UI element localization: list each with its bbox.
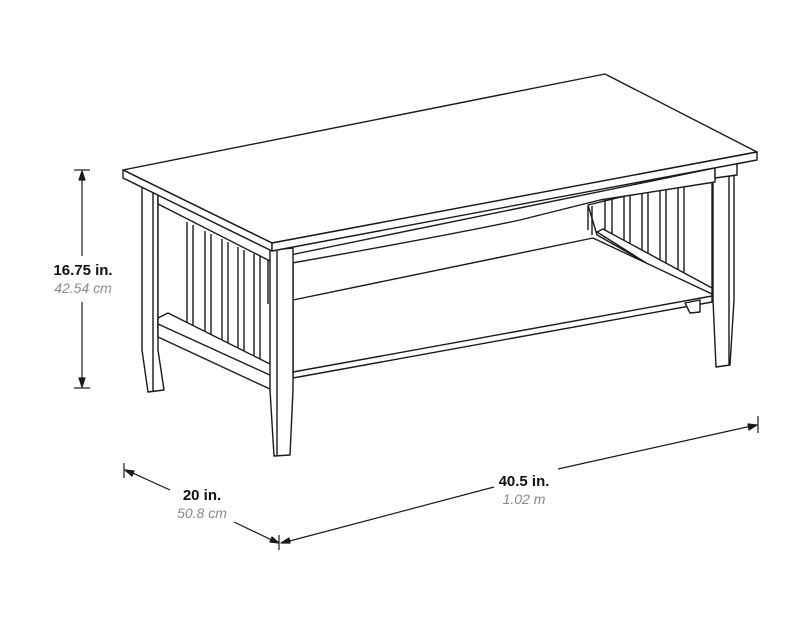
- back-right-leg: [712, 161, 735, 368]
- width-metric: 1.02 m: [502, 491, 546, 507]
- height-dimension-line: [74, 169, 90, 389]
- depth-imperial: 20 in.: [182, 487, 222, 504]
- depth-label: 20 in. 50.8 cm: [160, 488, 244, 520]
- depth-metric: 50.8 cm: [177, 505, 227, 521]
- height-imperial: 16.75 in.: [53, 262, 113, 279]
- height-metric: 42.54 cm: [54, 280, 112, 296]
- width-imperial: 40.5 in.: [498, 473, 550, 490]
- depth-dimension-line: [123, 463, 280, 550]
- table-top: [122, 73, 758, 252]
- lower-shelf: [292, 237, 713, 379]
- width-label: 40.5 in. 1.02 m: [482, 474, 566, 506]
- width-dimension-line: [280, 416, 759, 544]
- front-left-leg: [269, 247, 294, 457]
- height-label: 16.75 in. 42.54 cm: [36, 263, 130, 295]
